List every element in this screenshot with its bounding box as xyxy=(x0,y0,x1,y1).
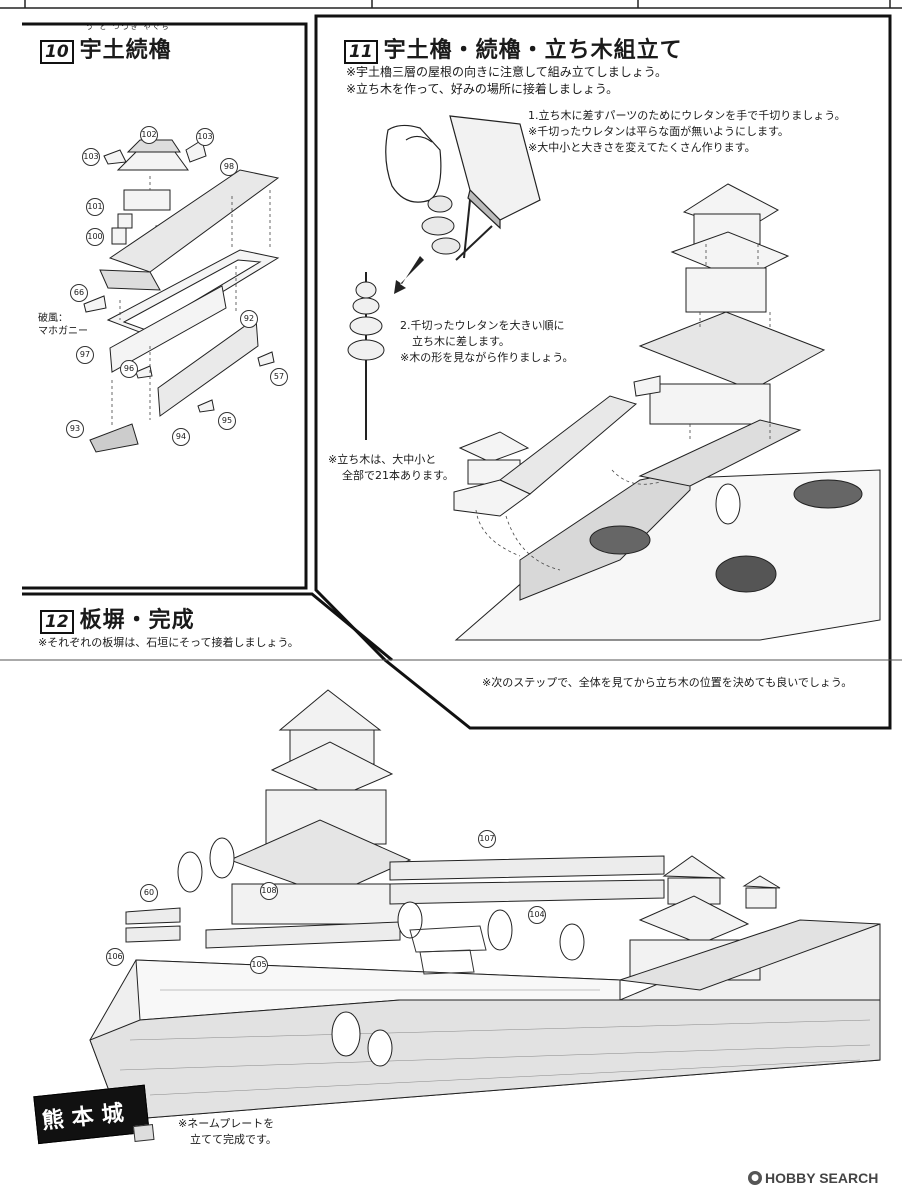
next-step-note: ※次のステップで、全体を見てから立ち木の位置を決めても良いでしょう。 xyxy=(482,676,853,689)
part-101: 101 xyxy=(86,198,104,216)
hafu-label: 破風： マホガニー xyxy=(38,312,88,338)
part-95: 95 xyxy=(218,412,236,430)
part-92: 92 xyxy=(240,310,258,328)
hafu-label-line1: 破風： xyxy=(38,313,68,324)
watermark: ● HOBBY SEARCH xyxy=(748,1170,878,1186)
part-105: 105 xyxy=(250,956,268,974)
part-97: 97 xyxy=(76,346,94,364)
step12-title: 板塀・完成 xyxy=(79,607,195,633)
tree-count-note: ※立ち木は、大中小と 全部で21本あります。 xyxy=(328,452,454,484)
finish-note-line1: ※ネームプレートを xyxy=(178,1117,275,1130)
nameplate-stand xyxy=(132,1123,155,1142)
instruction1-line3: ※大中小と大きさを変えてたくさん作ります。 xyxy=(528,141,756,154)
part-100: 100 xyxy=(86,228,104,246)
hafu-label-line2: マホガニー xyxy=(38,326,88,337)
part-93: 93 xyxy=(66,420,84,438)
watermark-brand: HOBBY SEARCH xyxy=(765,1170,879,1186)
instruction2-line3: ※木の形を見ながら作りましょう。 xyxy=(400,351,574,364)
tree-note-line2: 全部で21本あります。 xyxy=(342,469,454,482)
part-103-left: 103 xyxy=(82,148,100,166)
step11-number: 11 xyxy=(344,40,378,64)
hobby-search-logo-icon: ● xyxy=(748,1171,762,1185)
step11-instruction2: 2.千切ったウレタンを大きい順に 立ち木に差します。 ※木の形を見ながら作りまし… xyxy=(400,318,574,366)
part-96: 96 xyxy=(120,360,138,378)
part-94: 94 xyxy=(172,428,190,446)
step11-note-2: ※立ち木を作って、好みの場所に接着しましょう。 xyxy=(346,82,619,96)
part-103-right: 103 xyxy=(196,128,214,146)
step10-ruby: う と つづき やぐら xyxy=(86,23,171,31)
hand-icon xyxy=(385,115,541,230)
step10-title: 宇土続櫓 xyxy=(79,37,172,63)
step11-notes: ※宇土櫓三層の屋根の向きに注意して組み立てしましょう。 ※立ち木を作って、好みの… xyxy=(346,64,667,98)
step12-note: ※それぞれの板塀は、石垣にそって接着しましょう。 xyxy=(38,636,299,649)
part-66: 66 xyxy=(70,284,88,302)
step11-instruction1: 1.立ち木に差すパーツのためにウレタンを手で千切りましょう。 ※千切ったウレタン… xyxy=(528,108,846,156)
part-98: 98 xyxy=(220,158,238,176)
tree-icon xyxy=(347,272,385,440)
part-104: 104 xyxy=(528,906,546,924)
step12-number: 12 xyxy=(40,610,74,634)
finish-note: ※ネームプレートを 立てて完成です。 xyxy=(178,1116,277,1148)
instruction1-line1: 1.立ち木に差すパーツのためにウレタンを手で千切りましょう。 xyxy=(528,109,846,122)
part-60: 60 xyxy=(140,884,158,902)
part-102: 102 xyxy=(140,126,158,144)
tree-note-line1: ※立ち木は、大中小と xyxy=(328,453,437,466)
part-108: 108 xyxy=(260,882,278,900)
instruction2-line1: 2.千切ったウレタンを大きい順に xyxy=(400,319,565,332)
instruction2-line2: 立ち木に差します。 xyxy=(412,335,510,348)
part-106: 106 xyxy=(106,948,124,966)
instruction1-line2: ※千切ったウレタンは平らな面が無いようにします。 xyxy=(528,125,789,138)
step11-note-1: ※宇土櫓三層の屋根の向きに注意して組み立てしましょう。 xyxy=(346,65,667,79)
nameplate: 熊本城 xyxy=(33,1084,156,1154)
part-57: 57 xyxy=(270,368,288,386)
step11-title: 宇土櫓・続櫓・立ち木組立て xyxy=(383,37,683,63)
finish-note-line2: 立てて完成です。 xyxy=(190,1133,277,1146)
step10-number: 10 xyxy=(40,40,74,64)
part-107: 107 xyxy=(478,830,496,848)
